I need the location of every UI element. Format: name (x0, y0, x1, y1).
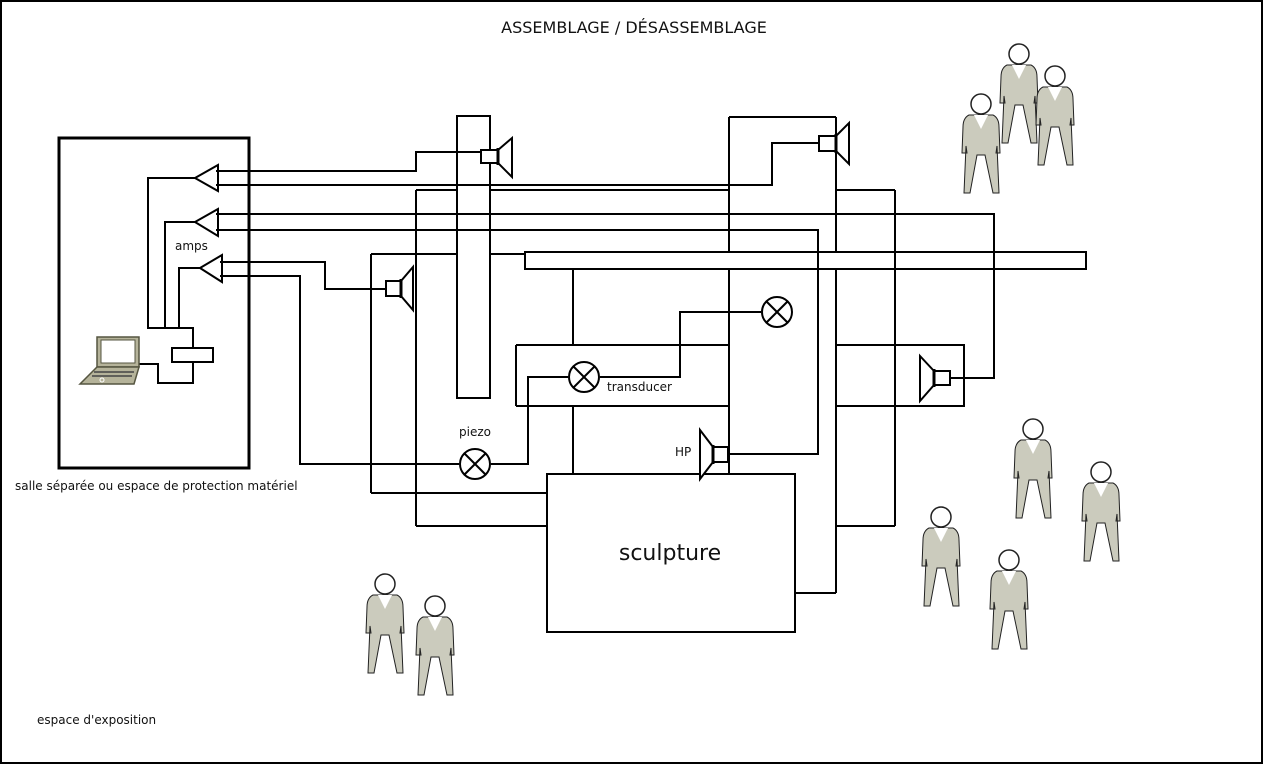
speaker-left (385, 264, 414, 313)
speaker-hp (699, 427, 729, 482)
sculpture: sculpture (546, 473, 796, 633)
amps-label: amps (175, 239, 208, 253)
exhibition-space-label: espace d'exposition (37, 713, 156, 727)
piezo-label: piezo (459, 425, 491, 439)
amplifier-3 (198, 253, 223, 284)
sculpture-label: sculpture (619, 541, 721, 566)
transducer-label: transducer (607, 380, 672, 394)
audio-interface (171, 347, 214, 363)
amplifier-2 (193, 207, 219, 238)
control-room-label: salle séparée ou espace de protection ma… (15, 479, 298, 493)
structure (370, 115, 1087, 594)
amp-interface-wiring (139, 177, 214, 384)
speaker-top-center (480, 135, 513, 180)
piezo (459, 448, 491, 480)
amplifier-1 (192, 163, 219, 193)
cables (216, 142, 995, 465)
structure-bar-horizontal (524, 251, 1087, 270)
hp-label: HP (675, 445, 691, 459)
speaker-top-right (818, 120, 850, 167)
transducer-1 (568, 361, 600, 393)
structure-column-left (456, 115, 491, 399)
control-room: salle séparée ou espace de protection ma… (15, 136, 298, 493)
laptop-icon (78, 336, 141, 385)
transducer-2 (761, 296, 793, 328)
diagram-title: ASSEMBLAGE / DÉSASSEMBLAGE (501, 18, 767, 37)
speaker-right (919, 353, 951, 404)
